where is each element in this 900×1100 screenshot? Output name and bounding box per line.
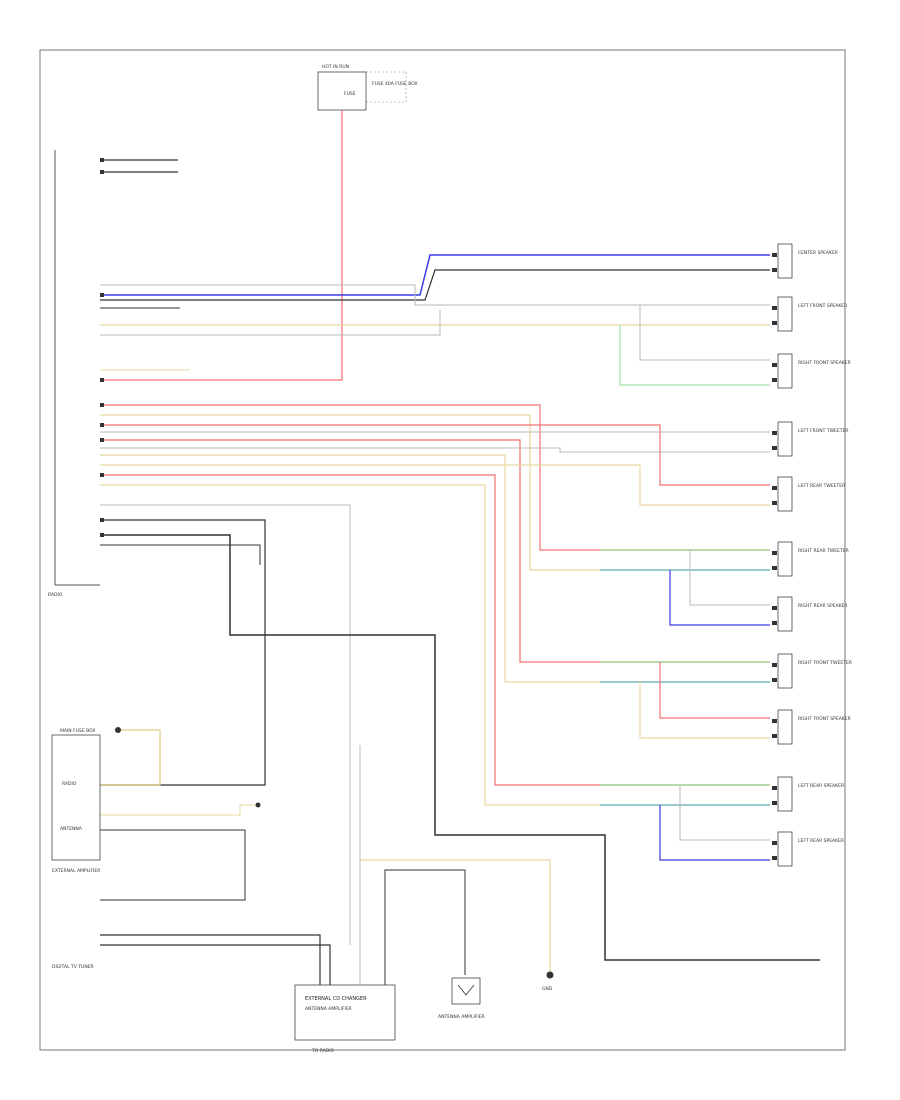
ground-point: GND (542, 971, 554, 992)
left-module-bot: ANTENNA (60, 826, 83, 832)
fuse-box-title: HOT IN RUN (322, 64, 349, 70)
wires (100, 110, 820, 985)
speaker-9: RIGHT FRONT SPEAKER (772, 709, 851, 745)
fuse-text: FUSE 40A FUSE BOX (372, 81, 418, 87)
left-bottom-caption: DIGITAL TV TUNER (52, 964, 94, 970)
speaker-label: LEFT FRONT TWEETER (798, 428, 848, 434)
speaker-5: LEFT REAR TWEETER (772, 476, 845, 512)
ground-label: GND (542, 986, 553, 992)
speaker-11: LEFT REAR SPEAKER (772, 831, 844, 867)
speaker-2: LEFT FRONT SPEAKER (772, 296, 847, 332)
radio-module: RADIO (48, 150, 100, 598)
speaker-4: LEFT FRONT TWEETER (772, 421, 848, 457)
speaker-8: RIGHT FRONT TWEETER (772, 653, 852, 689)
cd-changer-sub: ANTENNA AMPLIFIER (305, 1006, 352, 1012)
antenna-label: ANTENNA AMPLIFIER (438, 1014, 485, 1020)
diagram-frame (39, 49, 846, 1051)
speaker-label: LEFT FRONT SPEAKER (798, 303, 847, 309)
speaker-3: RIGHT FRONT SPEAKER (772, 353, 851, 389)
speaker-label: RIGHT FRONT SPEAKER (798, 716, 851, 722)
left-module-top: MAIN FUSE BOX (60, 728, 95, 734)
left-module-stack: MAIN FUSE BOX RADIO ANTENNA EXTERNAL AMP… (51, 727, 261, 970)
speaker-10: LEFT REAR SPEAKER (772, 776, 844, 812)
fuse-box: HOT IN RUN FUSE FUSE 40A FUSE BOX (317, 64, 418, 111)
radio-label: RADIO (48, 592, 63, 598)
radio-caption-bottom: TO RADIO (311, 1048, 335, 1054)
speaker-label: LEFT REAR TWEETER (798, 483, 845, 489)
antenna-amplifier: ANTENNA AMPLIFIER (438, 977, 485, 1020)
radio-connector-pins (100, 158, 104, 537)
speaker-label: RIGHT FRONT SPEAKER (798, 360, 851, 366)
speaker-6: RIGHT REAR TWEETER (772, 541, 849, 577)
cd-changer-label: EXTERNAL CD CHANGER (305, 996, 367, 1002)
speaker-7: RIGHT REAR SPEAKER (772, 596, 848, 632)
speaker-label: LEFT REAR SPEAKER (798, 838, 844, 844)
speaker-label: RIGHT REAR TWEETER (798, 548, 849, 554)
left-module-caption: EXTERNAL AMPLIFIER (52, 868, 100, 874)
speaker-label: RIGHT FRONT TWEETER (798, 660, 852, 666)
speakers: CENTER SPEAKER LEFT FRONT SPEAKER RIGHT FR… (772, 243, 852, 867)
speaker-label: RIGHT REAR SPEAKER (798, 603, 848, 609)
external-cd-changer: EXTERNAL CD CHANGER ANTENNA AMPLIFIER TO… (294, 984, 396, 1054)
speaker-1: CENTER SPEAKER (772, 243, 838, 279)
left-module-mid: RADIO (62, 781, 77, 787)
speaker-label: CENTER SPEAKER (798, 250, 838, 256)
fuse-label: FUSE (344, 91, 356, 97)
speaker-label: LEFT REAR SPEAKER (798, 783, 844, 789)
